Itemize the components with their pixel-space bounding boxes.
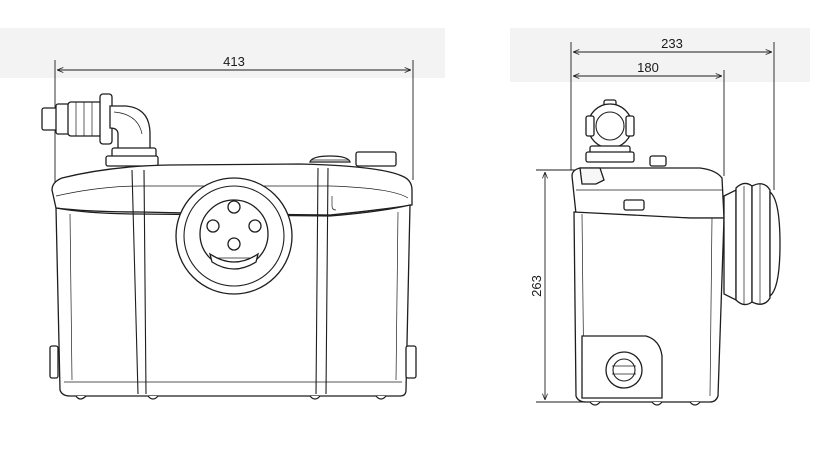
side-height-label: 263 [529, 275, 544, 297]
side-view: 233 180 263 [529, 36, 781, 406]
side-bellows-outlet [723, 182, 781, 306]
side-total-depth-label: 233 [661, 36, 683, 51]
inlet-pipe [41, 93, 159, 167]
side-body-depth-label: 180 [637, 60, 659, 75]
side-dimension-band [510, 28, 810, 82]
side-body [571, 167, 725, 406]
top-outlet [309, 151, 397, 167]
front-view: 413 [41, 54, 417, 400]
front-width-label: 413 [223, 54, 245, 69]
side-body-depth-dimension: 180 [573, 60, 725, 176]
front-inlet-opening [175, 177, 293, 295]
side-top-pipe [585, 99, 667, 167]
side-height-dimension: 263 [529, 169, 590, 403]
side-total-depth-dimension: 233 [570, 36, 775, 190]
